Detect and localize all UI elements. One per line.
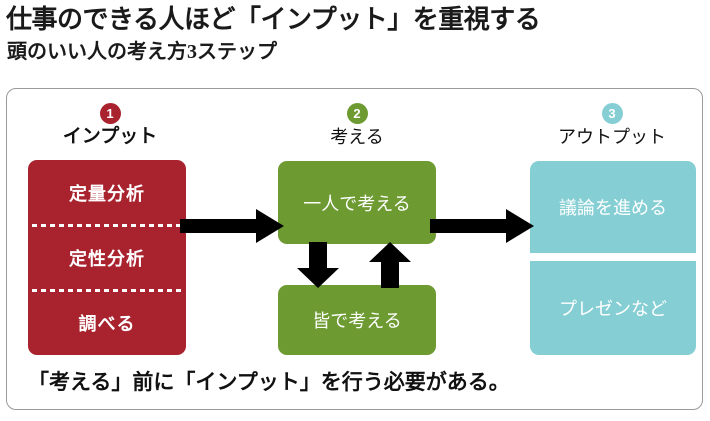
dashed-divider [32, 289, 182, 292]
output-box-discussion: 議論を進める [530, 161, 696, 253]
step-number-badge-3: 3 [601, 103, 623, 124]
page-title: 仕事のできる人ほど「インプット」を重視する [6, 4, 541, 34]
input-item-research: 調べる [78, 313, 136, 334]
footer-note: 「考える」前に「インプット」を行う必要がある。 [28, 371, 510, 394]
input-item-qualitative: 定性分析 [69, 248, 145, 269]
dashed-divider [32, 224, 182, 227]
think-box-group: 皆で考える [278, 285, 436, 355]
step-number-badge-2: 2 [346, 103, 368, 124]
step-header-1: 1 インプット [30, 103, 190, 148]
step-header-2: 2 考える [278, 103, 436, 148]
arrow-right-icon [180, 209, 284, 243]
arrow-down-icon [297, 242, 339, 288]
output-box-presentation: プレゼンなど [530, 261, 696, 355]
step-label-1: インプット [62, 126, 158, 147]
step-label-3: アウトプット [558, 127, 666, 147]
page-subtitle: 頭のいい人の考え方3ステップ [7, 41, 277, 63]
step-header-3: 3 アウトプット [528, 103, 696, 148]
arrow-right-icon [430, 209, 534, 243]
think-box-alone: 一人で考える [278, 161, 436, 244]
input-item-quantitative: 定量分析 [69, 183, 145, 204]
step-label-2: 考える [330, 127, 384, 147]
arrow-up-icon [369, 242, 411, 288]
step-number-badge-1: 1 [99, 103, 121, 124]
input-box-group: 定量分析 定性分析 調べる [28, 160, 186, 355]
